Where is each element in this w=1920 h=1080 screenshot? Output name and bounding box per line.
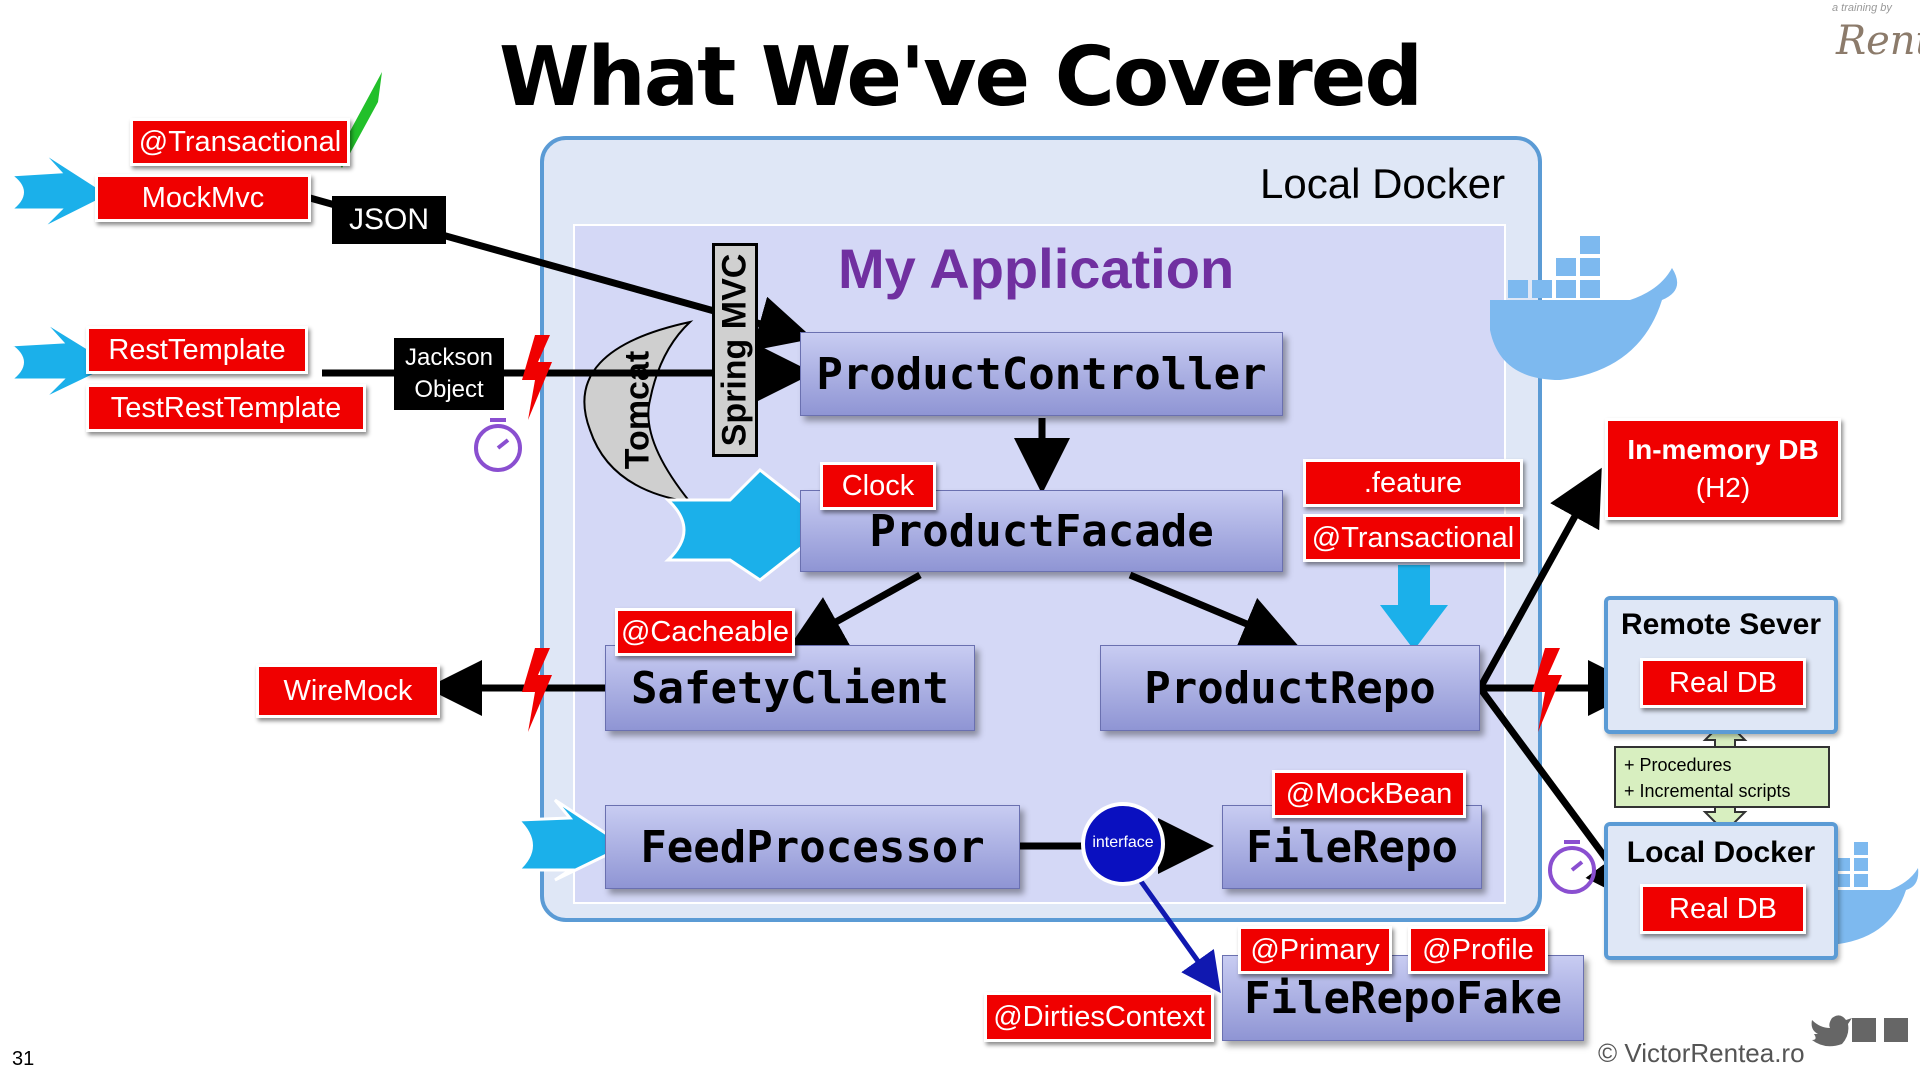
json-label: JSON (332, 196, 446, 244)
clock-tag[interactable]: Clock (820, 462, 936, 510)
blue-down-arrow (1380, 565, 1448, 650)
migration-note-procedures: + Procedures (1624, 755, 1732, 775)
inmemory-db-line-2: (H2) (1695, 472, 1751, 503)
lightning-icon (522, 335, 1562, 732)
migration-note-incremental: + Incremental scripts (1624, 781, 1791, 801)
inmemory-db-box[interactable]: In-memory DB (H2) (1605, 418, 1841, 520)
twitter-icon (1811, 1015, 1852, 1047)
transactional-tag-repo[interactable]: @Transactional (1303, 514, 1523, 562)
feature-tag[interactable]: .feature (1303, 459, 1523, 507)
file-repo[interactable]: FileRepo (1222, 805, 1482, 889)
cacheable-tag[interactable]: @Cacheable (615, 608, 795, 656)
real-db-local[interactable]: Real DB (1640, 884, 1806, 934)
jackson-line-1: Jackson (404, 344, 494, 371)
mockmvc-tag[interactable]: MockMvc (95, 174, 311, 222)
brand-small-text: a training by (1832, 2, 1892, 14)
blue-arrow-icon (5, 148, 833, 882)
linkedin-icon (1852, 1018, 1876, 1042)
jackson-object-label: Jackson Object (394, 338, 504, 410)
local-docker-db-label: Local Docker (1626, 836, 1816, 869)
footer-credit[interactable]: © VictorRentea.ro (1598, 1038, 1805, 1068)
jackson-line-2: Object (414, 376, 484, 403)
real-db-remote[interactable]: Real DB (1640, 658, 1806, 708)
stopwatch-icon (474, 418, 1596, 894)
slide-number: 31 (12, 1048, 35, 1070)
spring-mvc-label: Spring MVC (715, 253, 754, 447)
brand-signature: Rentea (1836, 18, 1920, 64)
product-repo[interactable]: ProductRepo (1100, 645, 1480, 731)
rest-template-tag[interactable]: RestTemplate (86, 326, 308, 374)
interface-label: interface (1092, 834, 1154, 851)
spring-mvc-box (712, 243, 758, 457)
transactional-tag-top[interactable]: @Transactional (130, 118, 350, 166)
product-controller[interactable]: ProductController (800, 332, 1283, 416)
feed-processor[interactable]: FeedProcessor (605, 805, 1020, 889)
test-rest-template-tag[interactable]: TestRestTemplate (86, 384, 366, 432)
primary-tag[interactable]: @Primary (1238, 926, 1392, 974)
local-docker-label: Local Docker (1260, 160, 1506, 207)
interface-circle (1081, 802, 1165, 886)
safety-client[interactable]: SafetyClient (605, 645, 975, 731)
facebook-icon (1884, 1018, 1908, 1042)
dirties-context-tag[interactable]: @DirtiesContext (984, 992, 1214, 1042)
inmemory-db-line-1: In-memory DB (1627, 434, 1819, 465)
tomcat-label: Tomcat (618, 350, 657, 470)
profile-tag[interactable]: @Profile (1408, 926, 1548, 974)
app-title: My Application (838, 237, 1235, 300)
migration-notes-box: + Procedures + Incremental scripts (1614, 746, 1830, 808)
remote-server-label: Remote Sever (1620, 608, 1822, 641)
page-title: What We've Covered (498, 30, 1423, 125)
mockbean-tag[interactable]: @MockBean (1272, 770, 1466, 818)
wiremock-tag[interactable]: WireMock (256, 664, 440, 718)
